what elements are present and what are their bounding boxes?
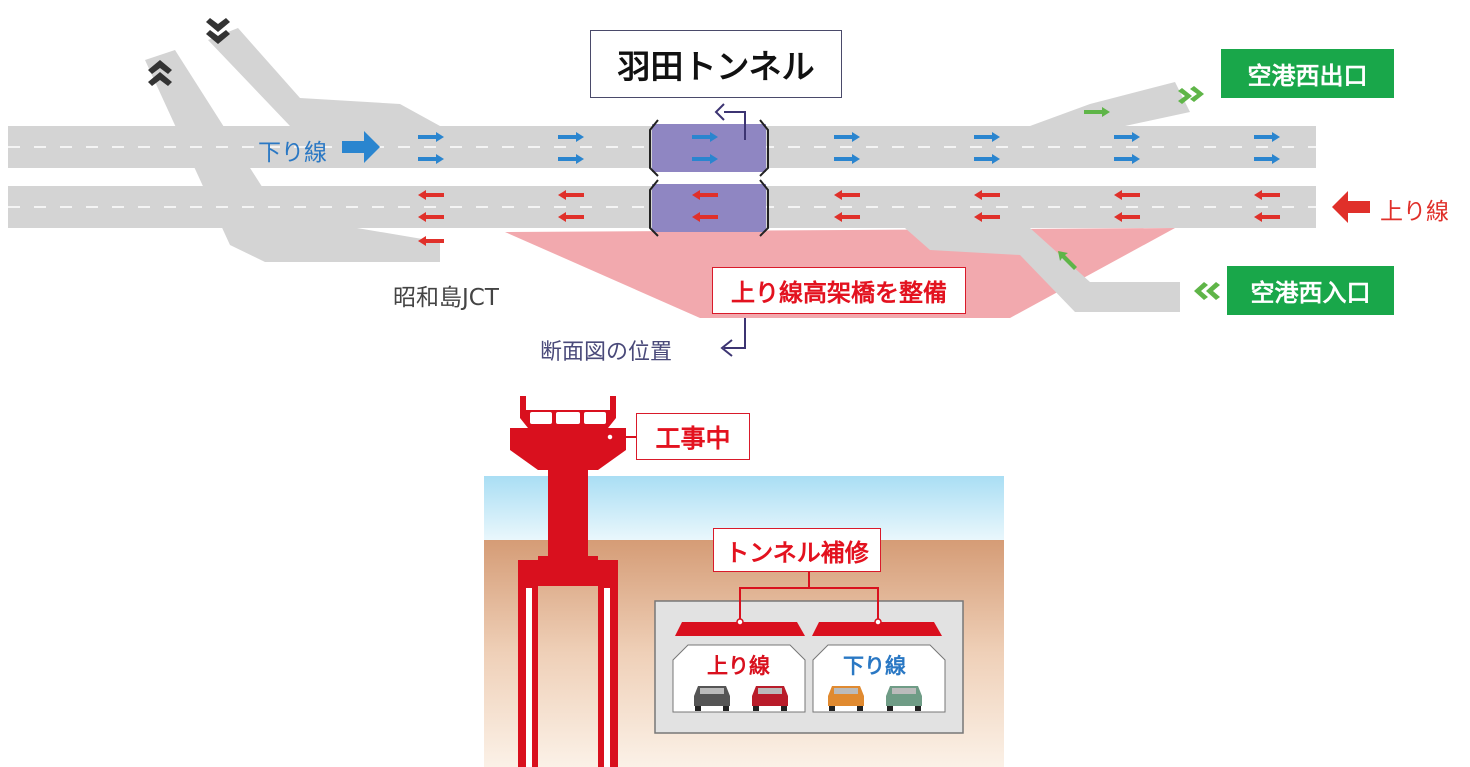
outbound-label: 下り線	[258, 140, 327, 166]
ramp-arrows	[1058, 86, 1220, 300]
viaduct-label: 上り線高架橋を整備	[712, 267, 966, 314]
blue-arrow-pair	[1254, 132, 1280, 164]
car-red	[752, 686, 788, 711]
blue-arrow-pair	[418, 132, 444, 164]
tunnel-zone	[649, 119, 769, 237]
outbound-bore-label: 下り線	[843, 654, 906, 678]
up-chevron-icon	[148, 60, 172, 86]
section-pointer	[724, 318, 746, 349]
entrance-label: 空港西入口	[1227, 266, 1394, 315]
junction-label: 昭和島JCT	[393, 285, 499, 311]
outbound-arrows	[342, 131, 1280, 164]
tunnel-repair-label: トンネル補修	[713, 528, 881, 572]
inbound-arrows	[418, 190, 1370, 246]
red-arrow-pair	[974, 190, 1000, 222]
entrance-arrow	[1058, 251, 1077, 270]
blue-arrow-pair	[558, 132, 584, 164]
repair-strip-right	[812, 622, 942, 636]
blue-arrow-pair	[1114, 132, 1140, 164]
inbound-label: 上り線	[1380, 199, 1449, 225]
red-arrow-pair	[418, 190, 444, 246]
inbound-big-arrow	[1332, 191, 1370, 223]
under-construction-label: 工事中	[636, 413, 750, 460]
outbound-big-arrow	[342, 131, 380, 163]
blue-arrow-pair	[974, 132, 1000, 164]
exit-arrow	[1084, 107, 1110, 117]
blue-arrow-pair	[692, 132, 718, 164]
car-green	[886, 686, 922, 711]
blue-arrow-pair	[834, 132, 860, 164]
inbound-bore-label: 上り線	[707, 654, 770, 678]
car-orange	[828, 686, 864, 711]
exit-ramp	[1030, 82, 1190, 126]
red-arrow-pair	[1254, 190, 1280, 222]
red-arrow-pair	[692, 190, 718, 222]
red-arrow-pair	[834, 190, 860, 222]
car-dark-gray	[694, 686, 730, 711]
section-pointer-label: 断面図の位置	[540, 340, 673, 365]
tunnel-label: 羽田トンネル	[590, 30, 842, 98]
red-arrow-pair	[1114, 190, 1140, 222]
jct-ramp-lower	[208, 28, 440, 126]
down-chevron-icon	[206, 18, 230, 44]
tunnel-pointer	[724, 111, 746, 140]
exit-label: 空港西出口	[1221, 49, 1394, 98]
cross-section	[484, 396, 1004, 767]
repair-strip-left	[675, 622, 805, 636]
entrance-ramp	[905, 228, 1180, 312]
entrance-chevron-icon	[1194, 282, 1220, 300]
ramp-direction-chevrons	[148, 18, 230, 86]
deck-voids	[526, 412, 610, 767]
deck	[510, 396, 626, 470]
exit-chevron-icon	[1178, 86, 1204, 104]
red-arrow-pair	[558, 190, 584, 222]
